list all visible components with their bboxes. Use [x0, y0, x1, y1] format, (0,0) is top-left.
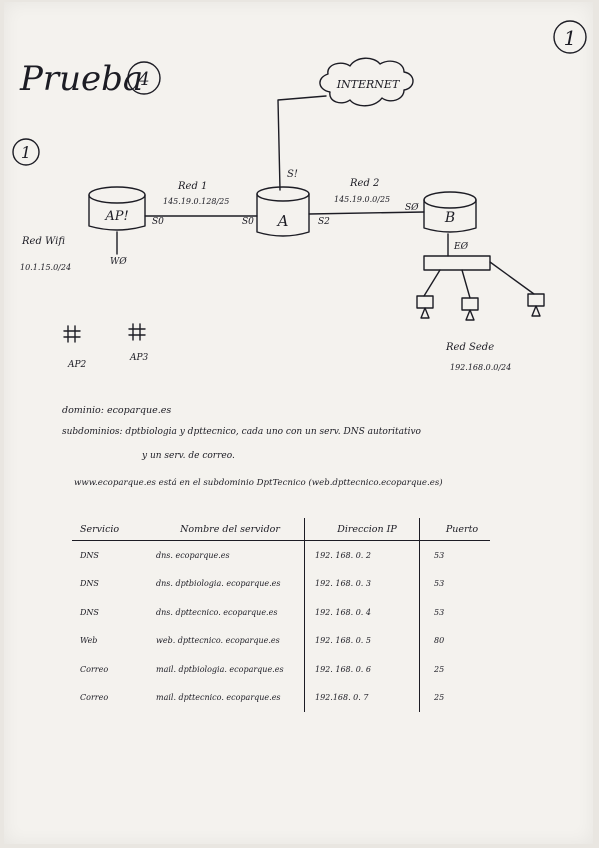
cell-servicio: Web: [80, 636, 98, 646]
internet-cloud: [319, 57, 414, 107]
table-row: DNS dns. ecoparque.es 192. 168. 0. 2 53: [72, 540, 490, 570]
host-computer-1: [416, 295, 434, 319]
cell-ip: 192. 168. 0. 5: [304, 626, 420, 655]
cell-servicio: Correo: [80, 693, 109, 703]
table-row: DNS dns. dpttecnico. ecoparque.es 192. 1…: [72, 598, 490, 627]
link-switch-host1: [423, 269, 441, 297]
router-a-label: A: [276, 212, 289, 230]
table-row: Web web. dpttecnico. ecoparque.es 192. 1…: [72, 626, 490, 655]
cell-servicio: DNS: [80, 550, 99, 560]
red1-label: Red 1: [177, 181, 207, 192]
cell-puerto: 53: [434, 550, 445, 560]
subdomain-line-1: subdominios: dptbiologia y dpttecnico, c…: [62, 427, 421, 437]
cell-ip: 192. 168. 0. 6: [304, 655, 420, 684]
ap3-symbol: [128, 323, 146, 341]
iface-s0-b: SØ: [405, 202, 419, 213]
subdomain-line-2: y un serv. de correo.: [142, 451, 235, 461]
internet-label: INTERNET: [336, 78, 401, 91]
red2-label: Red 2: [349, 178, 379, 189]
cell-ip: 192. 168. 0. 2: [304, 540, 420, 570]
wifi-label: Red Wifi: [21, 236, 65, 247]
cell-ip: 192. 168. 0. 4: [304, 598, 420, 627]
cell-servicio: DNS: [80, 607, 99, 617]
red2-address: 145.19.0.0/25: [334, 195, 390, 204]
page-title: Prueba: [19, 59, 143, 99]
cell-puerto: 80: [434, 636, 445, 646]
access-point-ap1: [88, 186, 146, 231]
ap2-label: AP2: [67, 360, 87, 370]
cell-nombre: dns. ecoparque.es: [152, 540, 305, 570]
services-table: Servicio Nombre del servidor Direccion I…: [72, 518, 490, 712]
cell-nombre: web. dpttecnico. ecoparque.es: [152, 626, 305, 655]
cell-puerto: 25: [434, 664, 445, 674]
ap3-label: AP3: [129, 353, 149, 363]
header-nombre: Nombre del servidor: [152, 518, 305, 541]
iface-s0-ap: S0: [152, 217, 164, 227]
switch-box: [423, 255, 491, 271]
host-computer-2: [461, 297, 479, 321]
cell-servicio: DNS: [80, 579, 99, 589]
cell-puerto: 53: [434, 579, 445, 589]
cell-nombre: mail. dpttecnico. ecoparque.es: [152, 683, 305, 712]
router-b: [423, 191, 477, 233]
header-puerto: Puerto: [419, 518, 490, 541]
iface-s1: S!: [287, 169, 298, 180]
cell-nombre: dns. dptbiologia. ecoparque.es: [152, 569, 305, 598]
iface-e0: EØ: [453, 241, 469, 252]
table-header-row: Servicio Nombre del servidor Direccion I…: [72, 518, 490, 541]
table-row: Correo mail. dpttecnico. ecoparque.es 19…: [72, 683, 490, 712]
iface-w0: WØ: [110, 256, 127, 267]
cell-ip: 192. 168. 0. 3: [304, 569, 420, 598]
exercise-number: 1: [21, 143, 31, 162]
page-number: 1: [564, 26, 577, 50]
router-b-label: B: [444, 210, 455, 226]
iface-s0-a: S0: [242, 217, 254, 227]
ap1-label: AP!: [104, 209, 128, 224]
cell-ip: 192.168. 0. 7: [304, 683, 420, 712]
link-switch-host3: [489, 261, 535, 295]
cell-nombre: mail. dptbiologia. ecoparque.es: [152, 655, 305, 684]
wifi-address: 10.1.15.0/24: [20, 263, 71, 272]
sede-label: Red Sede: [445, 342, 494, 353]
red1-address: 145.19.0.128/25: [163, 197, 229, 206]
iface-s2: S2: [318, 217, 330, 227]
page-number-circle: [553, 20, 587, 54]
header-ip: Direccion IP: [304, 518, 420, 541]
host-computer-3: [527, 293, 545, 317]
sede-address: 192.168.0.0/24: [450, 363, 511, 372]
title-number: 4: [137, 69, 149, 90]
link-internet-a: [277, 95, 327, 191]
title-number-circle: [127, 61, 161, 95]
cell-puerto: 25: [434, 693, 445, 703]
cell-puerto: 53: [434, 607, 445, 617]
ap2-symbol: [63, 325, 81, 343]
header-servicio: Servicio: [72, 518, 152, 541]
router-a: [256, 186, 310, 237]
table-row: DNS dns. dptbiologia. ecoparque.es 192. …: [72, 569, 490, 598]
domain-line: dominio: ecoparque.es: [62, 405, 172, 416]
cell-servicio: Correo: [80, 664, 109, 674]
link-switch-host2: [461, 269, 471, 299]
link-a-b: [308, 211, 425, 215]
table-row: Correo mail. dptbiologia. ecoparque.es 1…: [72, 655, 490, 684]
cell-nombre: dns. dpttecnico. ecoparque.es: [152, 598, 305, 627]
exercise-number-circle: [12, 138, 40, 166]
www-line: www.ecoparque.es está en el subdominio D…: [74, 478, 443, 488]
